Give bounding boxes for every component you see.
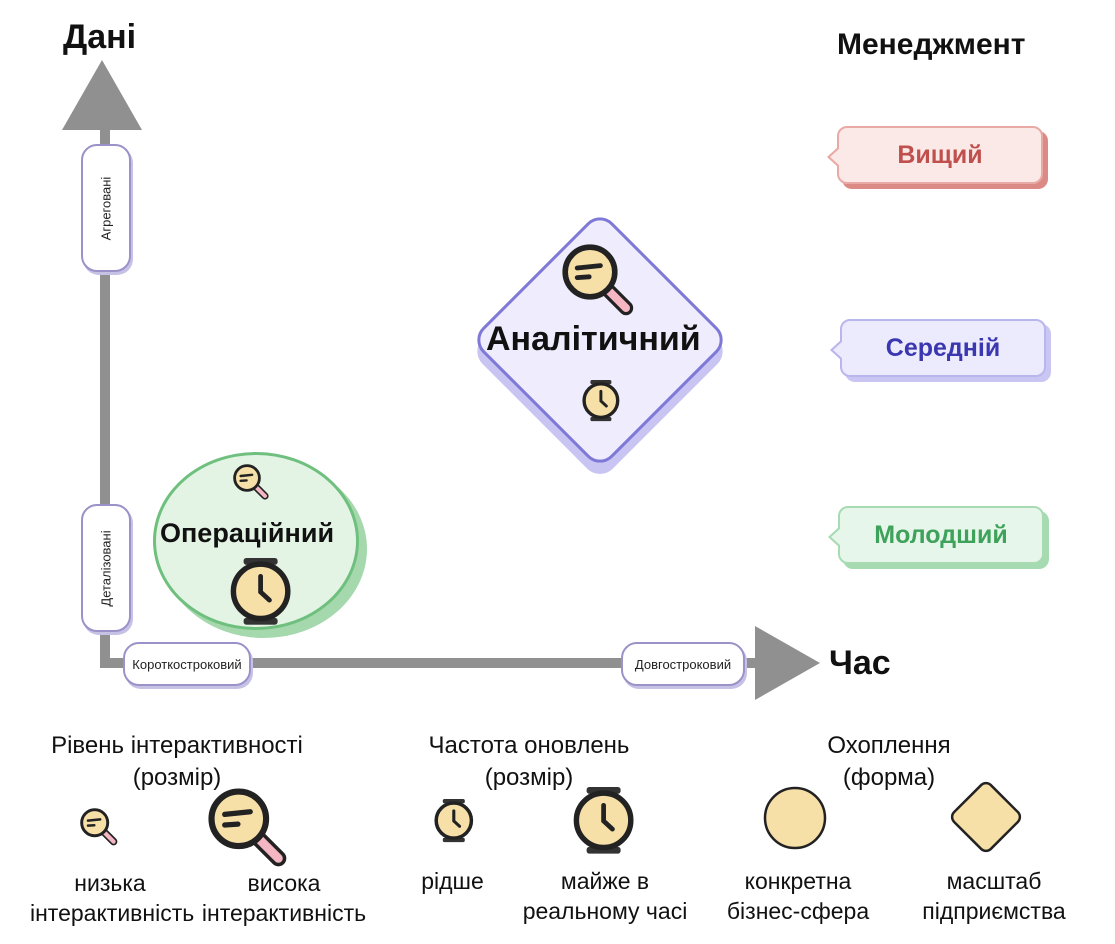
legend-coverage-title-line2: (форма): [842, 764, 936, 791]
operational-label: Операційний: [160, 518, 335, 548]
legend-coverage-title: Охоплення (форма): [799, 730, 979, 794]
level-high: Вищий: [827, 126, 1043, 184]
legend-low-frequency: рідше: [421, 868, 484, 894]
level-junior: Молодший: [828, 506, 1044, 564]
legend-coverage-title-line1: Охоплення: [827, 732, 951, 759]
x-axis-arrowhead: [755, 626, 820, 700]
x-tag-short-term: Короткостроковий: [123, 642, 251, 686]
y-axis-title: Дані: [63, 18, 137, 56]
analytical-label: Аналітичний: [486, 320, 701, 358]
legend-interactivity-title: Рівень інтерактивності (розмір): [22, 730, 332, 794]
level-middle: Середній: [830, 319, 1046, 377]
y-tag-detailed-label: Деталізовані: [98, 529, 114, 607]
legend-interactivity-title-line1: Рівень інтерактивності: [51, 732, 303, 759]
legend-high-interactivity: висока інтерактивність: [201, 870, 367, 926]
legend-frequency-title-line1: Частота оновлень: [428, 732, 630, 759]
y-tag-aggregated-label: Агреговані: [98, 176, 114, 240]
legend-interactivity-title-line2: (розмір): [132, 764, 222, 791]
legend-high-frequency: майже в реальному часі: [522, 868, 688, 924]
legend-circle-coverage: конкретна бізнес-сфера: [726, 868, 870, 924]
legend-frequency-title-line2: (розмір): [484, 764, 574, 791]
legend-frequency-title: Частота оновлень (розмір): [404, 730, 654, 794]
y-tag-detailed: Деталізовані: [81, 504, 131, 632]
legend-low-interactivity: низька інтерактивність: [30, 870, 195, 926]
y-axis-arrowhead: [62, 60, 142, 130]
x-tag-long-term: Довгостроковий: [621, 642, 745, 686]
legend-diamond-coverage: масштаб підприємства: [922, 868, 1066, 924]
x-axis-title: Час: [829, 644, 891, 682]
management-title: Менеджмент: [837, 28, 1026, 61]
y-tag-aggregated: Агреговані: [81, 144, 131, 272]
